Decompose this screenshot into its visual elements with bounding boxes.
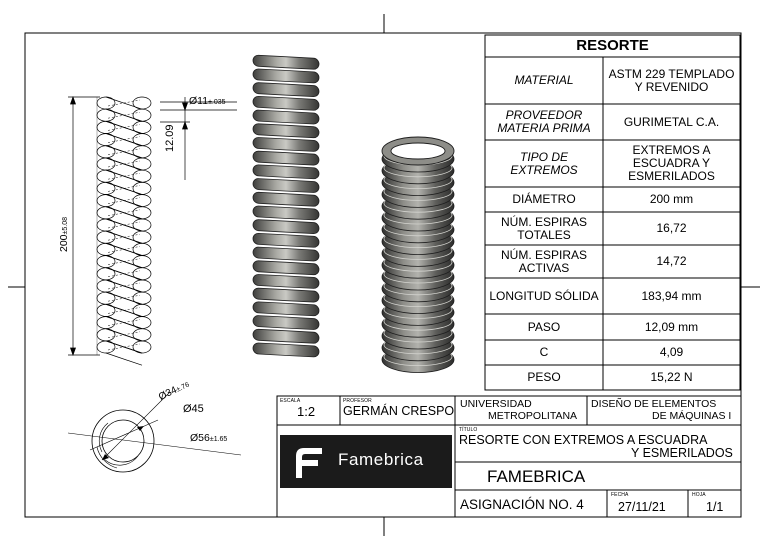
spec-row-label: C (539, 345, 549, 360)
spec-row-value: 15,22 N (650, 370, 693, 385)
company-name: FAMEBRICA (487, 467, 586, 486)
spec-row-label: NÚM. ESPIRAS TOTALES (500, 214, 587, 242)
wire-diameter-label: Ø11±.035 (189, 95, 226, 107)
spec-row-value: ASTM 229 TEMPLADO Y REVENIDO (608, 66, 735, 94)
titulo-caption: TÍTULO (459, 427, 478, 433)
logo-wordmark: Famebrica (338, 450, 424, 469)
titulo-line2: Y ESMERILADOS (631, 446, 733, 460)
spec-row-value: 16,72 (656, 221, 687, 236)
hoja-caption: HOJA (692, 492, 706, 498)
universidad-line1: UNIVERSIDAD (460, 398, 532, 410)
free-length-label: 200±5.08 (58, 217, 70, 252)
spec-row-label: NÚM. ESPIRAS ACTIVAS (500, 247, 587, 275)
spec-row-value: EXTREMOS A ESCUADRA Y ESMERILADOS (628, 143, 715, 183)
escala-value: 1:2 (297, 404, 316, 419)
spec-row-value: GURIMETAL C.A. (623, 114, 720, 129)
spring-render-isometric (381, 136, 455, 374)
spec-row-value: 183,94 mm (641, 288, 702, 303)
spec-row-label: LONGITUD SÓLIDA (489, 288, 599, 303)
profesor-value: GERMÁN CRESPO (343, 404, 455, 418)
titulo-line1: RESORTE CON EXTREMOS A ESCUADRA (459, 433, 708, 447)
front-view-dimensions (68, 95, 237, 357)
spec-row-label: PROVEEDOR MATERIA PRIMA (497, 108, 591, 135)
title-block-grid (276, 395, 742, 518)
spring-render-side (252, 54, 320, 358)
spec-row-label: PESO (527, 370, 561, 385)
outer-diameter-label: Ø56±1.65 (190, 432, 228, 444)
hoja-value: 1/1 (706, 500, 724, 514)
spec-table-grid (484, 34, 741, 391)
spec-row-label: TIPO DE EXTREMOS (510, 149, 578, 177)
spec-table-title: RESORTE (576, 36, 649, 54)
spring-top-view (67, 391, 242, 473)
spec-row-value: 4,09 (659, 345, 684, 360)
asignacion: ASIGNACIÓN NO. 4 (460, 497, 584, 512)
curso-line1: DISEÑO DE ELEMENTOS (591, 398, 717, 410)
spec-row-label: DIÁMETRO (512, 192, 576, 207)
fecha-caption: FECHA (611, 492, 629, 498)
profesor-caption: PROFESOR (343, 398, 372, 404)
logo-f-mark (296, 448, 322, 478)
spec-row-label: MATERIAL (514, 73, 574, 88)
company-logo: Famebrica (280, 435, 452, 488)
universidad-line2: METROPOLITANA (488, 410, 578, 422)
spec-row-label: PASO (527, 319, 561, 334)
pitch-label: 12.09 (164, 124, 176, 152)
spring-front-view (96, 96, 152, 366)
mean-diameter-label: Ø45 (183, 403, 204, 415)
spec-row-value: 12,09 mm (644, 319, 699, 334)
spec-row-value: 200 mm (649, 192, 694, 207)
fecha-value: 27/11/21 (618, 500, 666, 514)
escala-caption: ESCALA (280, 398, 301, 404)
spec-row-value: 14,72 (656, 254, 687, 269)
curso-line2: DE MÁQUINAS I (652, 410, 732, 422)
